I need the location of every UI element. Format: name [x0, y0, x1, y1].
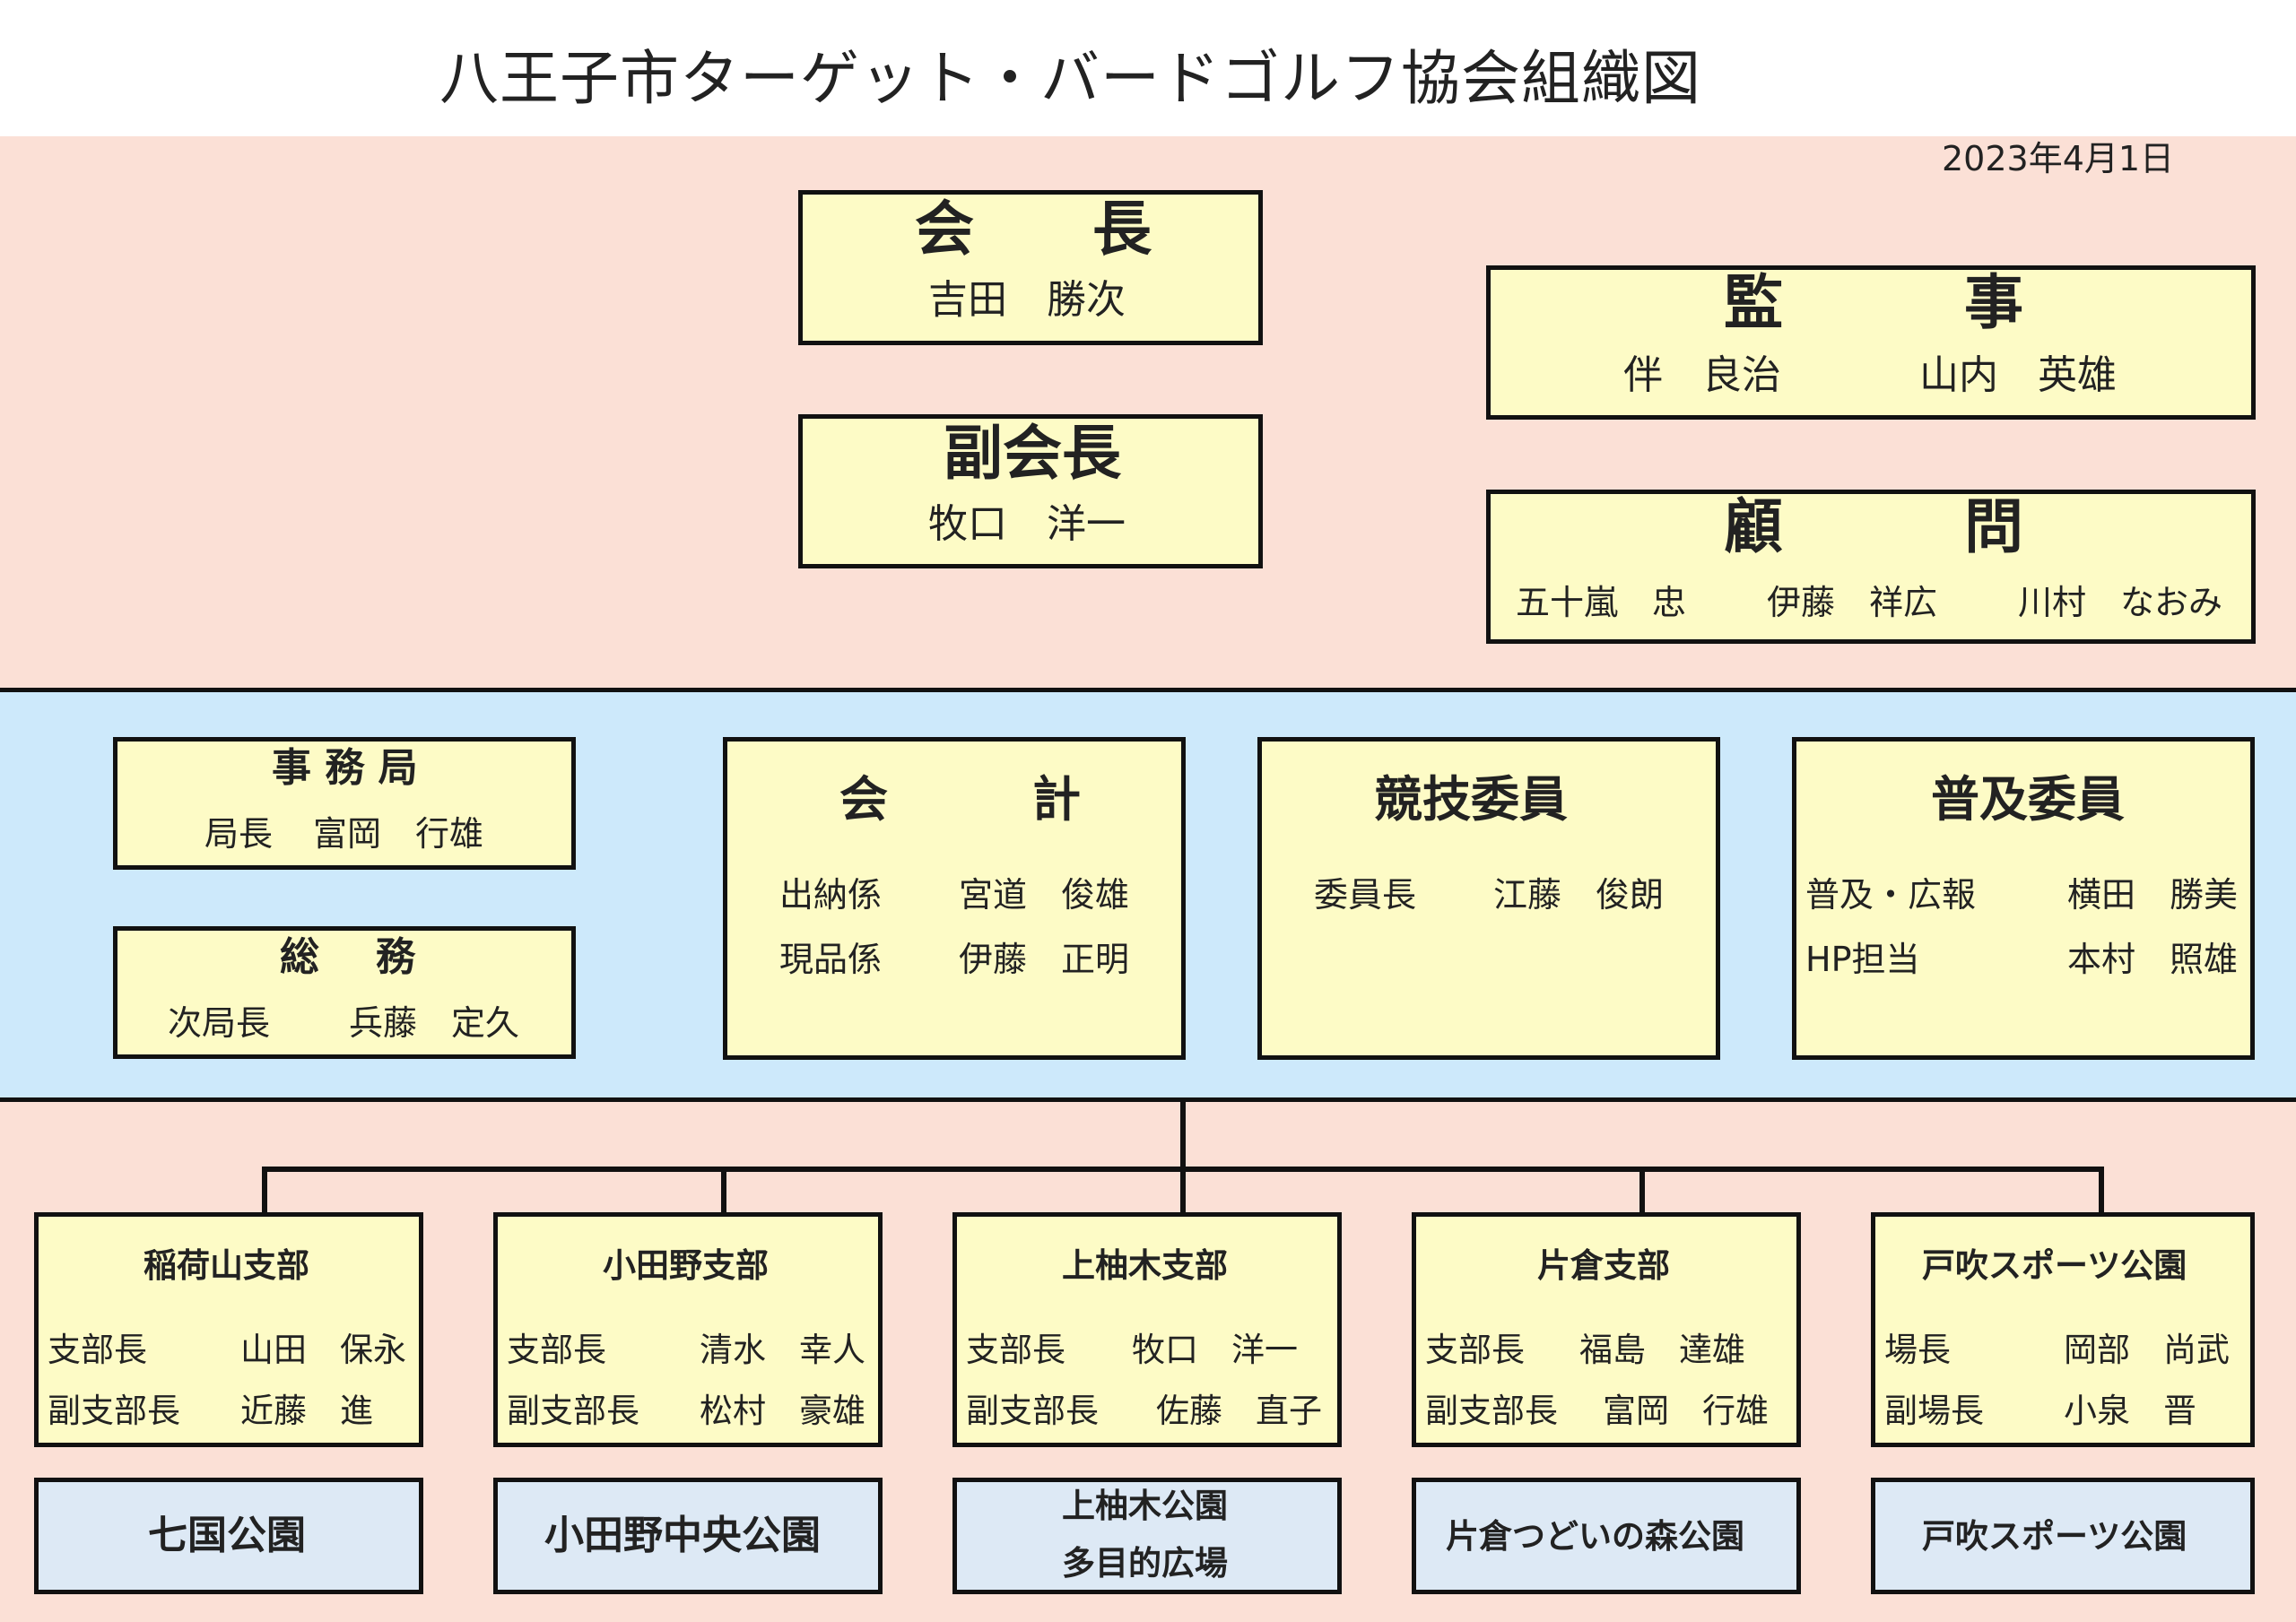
auditors-box: 監 事 伴 良治 山内 英雄: [1486, 265, 2256, 420]
secretariat-box: 事 務 局 局長 富岡 行雄: [113, 737, 576, 870]
auditor-name: 山内 英雄: [1919, 352, 2117, 398]
promotion-role: HP担当: [1805, 940, 1920, 979]
branch-role: 場長: [1884, 1331, 1951, 1369]
branch-title: 片倉支部: [1537, 1246, 1670, 1285]
branch-role: 支部長: [966, 1331, 1065, 1369]
park-box-tobuki-sports: 戸吹スポーツ公園: [1871, 1478, 2255, 1594]
general-affairs-box: 総 務 次局長 兵藤 定久: [113, 926, 576, 1059]
president-name: 吉田 勝次: [928, 277, 1126, 323]
branch-role: 副場長: [1884, 1392, 1984, 1430]
accounting-name: 伊藤 正明: [959, 940, 1130, 979]
connector-drop: [1180, 1167, 1186, 1215]
promotion-name: 本村 照雄: [2067, 940, 2239, 979]
accounting-title-first: 会: [839, 771, 888, 828]
competition-role: 委員長: [1314, 875, 1417, 915]
branch-member-name: 小泉 晋: [2064, 1392, 2196, 1430]
competition-committee-title: 競技委員: [1374, 771, 1568, 828]
branch-box-kodano: 小田野支部 支部長 清水 幸人 副支部長 松村 豪雄: [493, 1212, 883, 1447]
general-affairs-name: 兵藤 定久: [349, 1003, 520, 1043]
branch-member-name: 牧口 洋一: [1132, 1331, 1298, 1369]
park-name: 上柚木公園: [1062, 1487, 1228, 1525]
promotion-name: 横田 勝美: [2067, 875, 2239, 915]
general-affairs-title-second: 務: [376, 934, 415, 980]
branch-box-katakura: 片倉支部 支部長 福島 達雄 副支部長 富岡 行雄: [1412, 1212, 1801, 1447]
branch-role: 副支部長: [507, 1392, 639, 1430]
branch-role: 副支部長: [48, 1392, 180, 1430]
park-name: 片倉つどいの森公園: [1446, 1517, 1744, 1556]
branch-member-name: 佐藤 直子: [1156, 1392, 1322, 1430]
park-box-kodano-chuo: 小田野中央公園: [493, 1478, 883, 1594]
secretariat-name: 富岡 行雄: [313, 814, 484, 854]
park-name: 小田野中央公園: [544, 1513, 821, 1558]
branch-title: 小田野支部: [603, 1246, 769, 1285]
branch-box-inariyama: 稲荷山支部 支部長 山田 保永 副支部長 近藤 進: [34, 1212, 423, 1447]
connector-drop: [262, 1167, 267, 1215]
park-name-line2: 多目的広場: [1062, 1544, 1228, 1583]
branch-member-name: 近藤 進: [240, 1392, 373, 1430]
branch-title: 戸吹スポーツ公園: [1922, 1246, 2187, 1285]
branch-title: 上柚木支部: [1062, 1246, 1228, 1285]
branch-box-tobuki: 戸吹スポーツ公園 場長 岡部 尚武 副場長 小泉 晋: [1871, 1212, 2255, 1447]
president-title-first: 会: [915, 195, 974, 264]
general-affairs-role: 次局長: [168, 1003, 271, 1043]
date-label: 2023年4月1日: [1942, 139, 2175, 178]
general-affairs-title-first: 総: [280, 934, 319, 980]
branch-role: 副支部長: [966, 1392, 1099, 1430]
vice-president-name: 牧口 洋一: [928, 501, 1126, 547]
page-title: 八王子市ターゲット・バードゴルフ協会組織図: [439, 44, 1701, 113]
secretariat-role: 局長: [204, 814, 274, 854]
auditors-title-first: 監: [1724, 268, 1783, 337]
advisor-name: 川村 なおみ: [2018, 583, 2223, 622]
accounting-name: 宮道 俊雄: [959, 875, 1130, 915]
advisors-title-second: 問: [1964, 492, 2023, 561]
promotion-committee-box: 普及委員 普及・広報 横田 勝美 HP担当 本村 照雄: [1792, 737, 2255, 1060]
connector-drop: [2099, 1167, 2104, 1215]
president-title-second: 長: [1092, 195, 1152, 264]
branch-member-name: 松村 豪雄: [700, 1392, 865, 1430]
advisor-name: 伊藤 祥広: [1767, 583, 1938, 622]
secretariat-title: 事 務 局: [272, 745, 418, 791]
branch-member-name: 富岡 行雄: [1603, 1392, 1769, 1430]
competition-committee-box: 競技委員 委員長 江藤 俊朗: [1257, 737, 1720, 1060]
promotion-committee-title: 普及委員: [1931, 771, 2125, 828]
accounting-box: 会 計 出納係 宮道 俊雄 現品係 伊藤 正明: [723, 737, 1186, 1060]
competition-name: 江藤 俊朗: [1493, 875, 1665, 915]
branch-role: 支部長: [1425, 1331, 1525, 1369]
accounting-title-second: 計: [1032, 771, 1081, 828]
park-box-kamiyugi: 上柚木公園 多目的広場: [952, 1478, 1342, 1594]
vice-president-box: 副会長 牧口 洋一: [798, 414, 1263, 568]
connector-drop: [721, 1167, 726, 1215]
advisor-name: 五十嵐 忠: [1516, 583, 1687, 622]
branch-role: 支部長: [48, 1331, 147, 1369]
connector-trunk: [1180, 1102, 1186, 1169]
park-box-katakura-tsudoi: 片倉つどいの森公園: [1412, 1478, 1801, 1594]
branch-member-name: 岡部 尚武: [2064, 1331, 2230, 1369]
connector-drop: [1639, 1167, 1645, 1215]
branch-box-kamiyugi: 上柚木支部 支部長 牧口 洋一 副支部長 佐藤 直子: [952, 1212, 1342, 1447]
branch-role: 副支部長: [1425, 1392, 1558, 1430]
president-box: 会 長 吉田 勝次: [798, 190, 1263, 345]
accounting-role: 現品係: [779, 940, 883, 979]
advisors-box: 顧 問 五十嵐 忠 伊藤 祥広 川村 なおみ: [1486, 490, 2256, 644]
vice-president-title: 副会長: [944, 419, 1121, 488]
park-name: 戸吹スポーツ公園: [1922, 1517, 2187, 1556]
auditors-title-second: 事: [1964, 268, 2023, 337]
branch-member-name: 清水 幸人: [700, 1331, 865, 1369]
branch-title: 稲荷山支部: [144, 1246, 309, 1285]
branch-member-name: 山田 保永: [240, 1331, 406, 1369]
advisors-title-first: 顧: [1724, 492, 1783, 561]
promotion-role: 普及・広報: [1805, 875, 1977, 915]
park-box-nanakuni: 七国公園: [34, 1478, 423, 1594]
branch-role: 支部長: [507, 1331, 606, 1369]
park-name: 七国公園: [148, 1513, 306, 1558]
branch-member-name: 福島 達雄: [1579, 1331, 1745, 1369]
auditor-name: 伴 良治: [1623, 352, 1781, 398]
accounting-role: 出納係: [779, 875, 883, 915]
